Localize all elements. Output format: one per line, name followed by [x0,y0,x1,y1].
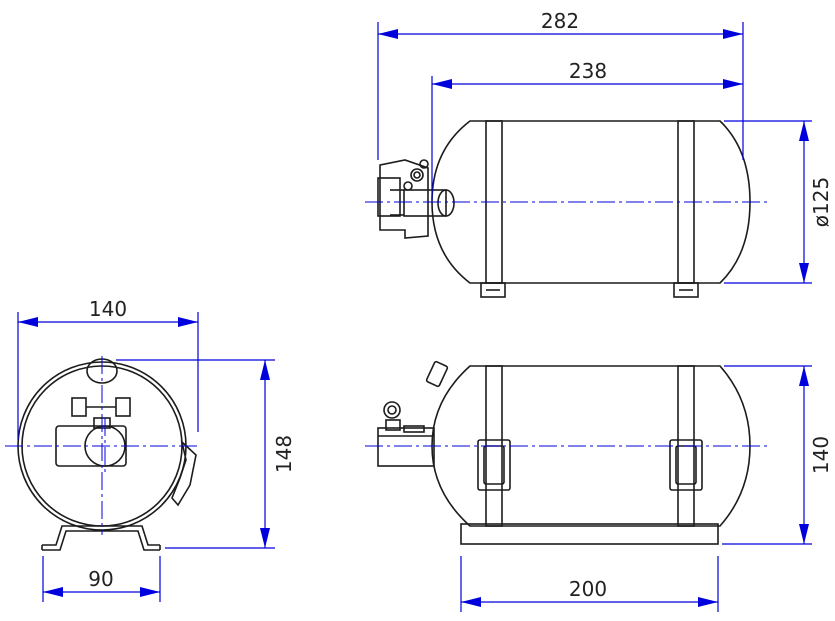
dim-label-side-height: 140 [809,436,833,474]
side-valve-knob [383,401,401,419]
dimensions [17,22,812,612]
dim-label-end-height: 148 [272,435,296,473]
top-strap-foot-right [673,282,699,298]
side-view [377,360,751,545]
dim-label-238: 238 [569,59,607,83]
side-clamp-left [477,439,511,491]
dim-label-282: 282 [541,9,579,33]
end-view [17,358,197,551]
end-latch [171,439,197,507]
top-fitting-2 [403,181,413,191]
side-valve-body [377,427,435,467]
top-fitting-1 [410,168,424,182]
top-strap-foot-left [480,282,506,298]
top-valve-head [379,159,429,239]
top-view [377,120,751,298]
side-tank-body [431,365,751,527]
side-top-fitting [425,360,449,388]
dim-label-end-width: 140 [89,297,127,321]
top-tank-body [431,120,751,284]
dimension-labels: 282 238 ø125 140 148 90 140 200 [88,9,833,601]
side-clamp-right [669,439,703,491]
dim-label-foot-span: 90 [88,567,113,591]
side-base-plate [460,523,719,545]
centerlines [5,201,770,535]
dim-label-base-length: 200 [569,577,607,601]
dim-label-diameter: ø125 [809,177,833,227]
top-valve-outlet [403,189,447,217]
